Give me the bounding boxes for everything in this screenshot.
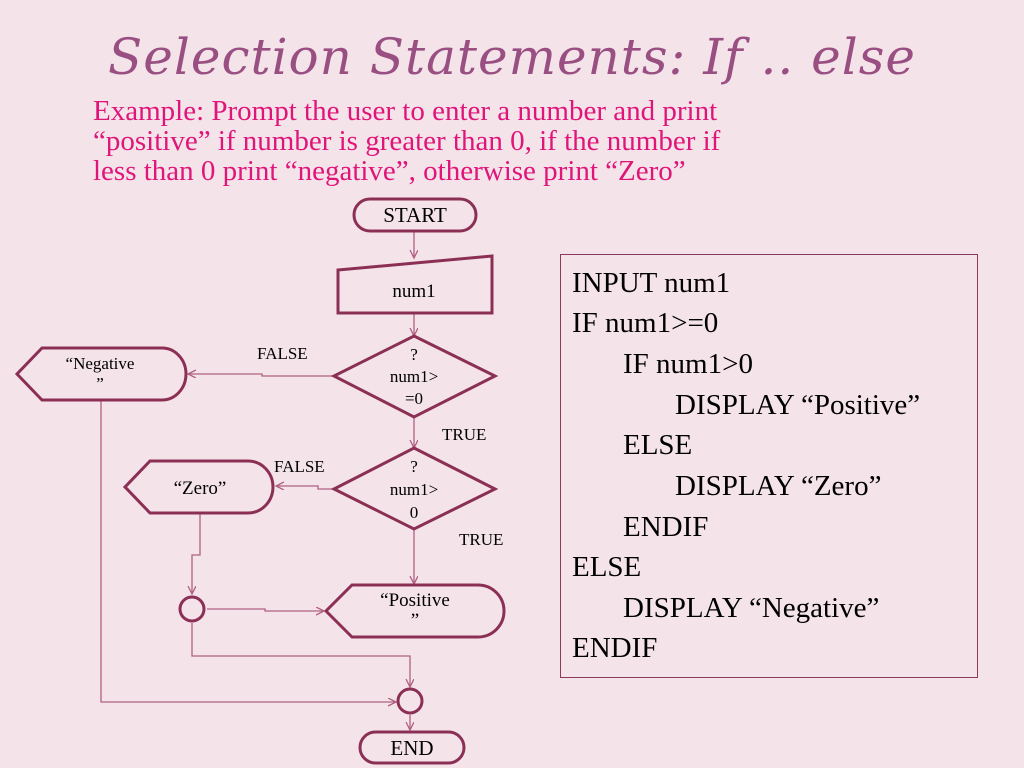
decision-2-line-1: ? (410, 457, 418, 476)
connector-merge-end (191, 623, 410, 687)
example-line-1: Example: Prompt the user to enter a numb… (93, 95, 718, 127)
merge-connector-2 (396, 687, 424, 715)
input-shape (336, 254, 494, 315)
example-line-2: “positive” if number is greater than 0, … (93, 125, 721, 157)
pseudocode-line-2: IF num1>=0 (572, 307, 719, 339)
pseudocode-line-8: ELSE (572, 551, 642, 583)
negative-display-shape (14, 346, 188, 402)
slide-title: Selection Statements: If .. else (108, 28, 916, 86)
connector-negative-end (100, 400, 396, 702)
pseudocode-line-7: ENDIF (623, 511, 709, 543)
negative-display-line-2: ” (96, 374, 104, 393)
decision-2-line-2: num1> (390, 480, 438, 499)
false-label-2: FALSE (274, 457, 325, 476)
connector-decision1-negative (188, 374, 334, 376)
pseudocode-line-4: DISPLAY “Positive” (675, 389, 921, 421)
true-label-2: TRUE (459, 530, 503, 549)
zero-display-label: “Zero” (174, 478, 227, 499)
start-terminal (352, 197, 478, 233)
true-label-1: TRUE (442, 425, 486, 444)
end-terminal (358, 730, 466, 765)
start-label: START (383, 203, 447, 227)
input-label: num1 (392, 281, 435, 302)
decision-1-line-3: =0 (405, 389, 423, 408)
pseudocode-line-1: INPUT num1 (572, 267, 731, 299)
false-label-1: FALSE (257, 344, 308, 363)
decision-1-line-1: ? (410, 345, 418, 364)
decision-2-shape (330, 446, 499, 531)
positive-display-shape (323, 583, 506, 639)
positive-display-line-2: ” (411, 610, 419, 631)
connector-merge-positive (207, 609, 324, 611)
zero-display-shape (122, 459, 275, 515)
pseudocode-line-5: ELSE (623, 429, 693, 461)
decision-1-shape (330, 334, 499, 419)
example-text: Example: Prompt the user to enter a numb… (93, 96, 993, 186)
connector-zero-merge (192, 513, 201, 594)
pseudocode-box: INPUT num1 IF num1>=0 IF num1>0 DISPLAY … (560, 254, 978, 678)
end-label: END (390, 736, 433, 760)
positive-display-line-1: “Positive (380, 590, 450, 611)
decision-2-line-3: 0 (410, 503, 419, 522)
connectors (100, 231, 414, 730)
decision-1-line-2: num1> (390, 367, 438, 386)
connector-decision2-zero (276, 486, 334, 489)
pseudocode-line-10: ENDIF (572, 632, 658, 664)
pseudocode-line-9: DISPLAY “Negative” (623, 592, 880, 624)
example-line-3: less than 0 print “negative”, otherwise … (93, 155, 686, 187)
pseudocode-line-3: IF num1>0 (623, 348, 753, 380)
merge-connector-1 (178, 595, 206, 623)
pseudocode-line-6: DISPLAY “Zero” (675, 470, 882, 502)
negative-display-line-1: “Negative (66, 354, 135, 373)
